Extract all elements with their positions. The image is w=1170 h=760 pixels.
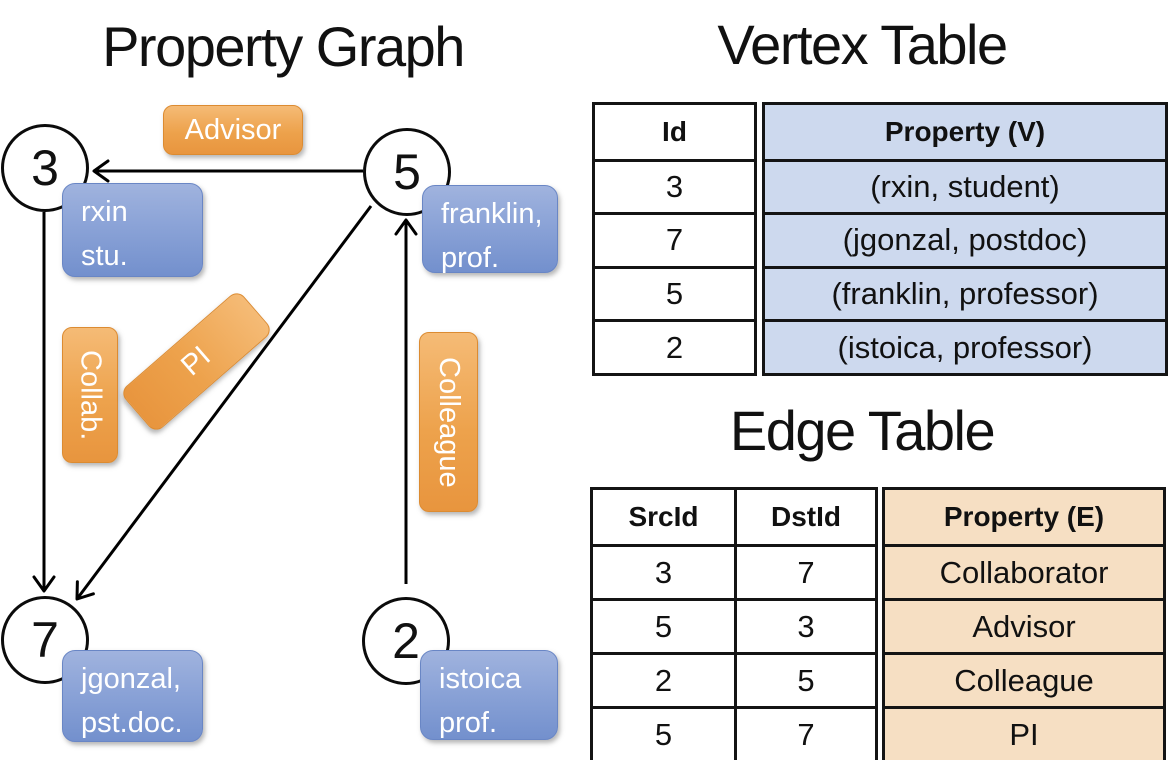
vertex-property-line: stu. bbox=[81, 239, 128, 272]
property-graph-title: Property Graph bbox=[102, 15, 465, 78]
vertex-table-title: Vertex Table bbox=[717, 13, 1008, 76]
edge-src-cell: 5 bbox=[593, 706, 734, 760]
edge-dst-cell: 5 bbox=[734, 652, 875, 706]
edge-arrow-5-to-7 bbox=[75, 205, 373, 601]
edge-dst-cell: 7 bbox=[734, 706, 875, 760]
edge-table-title: Edge Table bbox=[729, 399, 996, 462]
vertex-property-line: franklin, bbox=[441, 198, 543, 230]
vertex-property-cell: (franklin, professor) bbox=[765, 265, 1165, 320]
edge-table-property-column: Property (E) Collaborator Advisor Collea… bbox=[882, 487, 1166, 760]
edge-label-text: Collab. bbox=[74, 349, 107, 441]
edge-src-cell: 3 bbox=[593, 544, 734, 598]
node-id-label: 5 bbox=[393, 144, 421, 200]
vertex-property-cell: (istoica, professor) bbox=[765, 319, 1165, 373]
edge-property-cell: Colleague bbox=[885, 652, 1163, 706]
vertex-id-cell: 3 bbox=[595, 158, 754, 213]
vertex-property-cell: (rxin, student) bbox=[765, 158, 1165, 213]
edge-label-text: Advisor bbox=[184, 113, 282, 146]
edge-label-advisor: Advisor bbox=[163, 105, 303, 155]
vertex-property-line: rxin bbox=[81, 196, 128, 228]
vertex-property-box-franklin: franklin, prof. bbox=[422, 185, 558, 274]
edge-label-text: PI bbox=[175, 340, 218, 383]
edge-dst-cell: 7 bbox=[734, 544, 875, 598]
edge-label-colleague: Colleague bbox=[419, 332, 478, 512]
vertex-property-line: istoica bbox=[439, 663, 522, 695]
edge-label-text: Colleague bbox=[433, 356, 465, 488]
column-header-srcid: SrcId bbox=[628, 501, 699, 532]
edge-table-src-dst-columns: SrcId DstId 3 7 5 3 2 5 5 7 bbox=[590, 487, 878, 760]
vertex-id-cell: 5 bbox=[595, 265, 754, 320]
column-header-property-e: Property (E) bbox=[885, 490, 1163, 544]
column-header-dstid: DstId bbox=[734, 490, 875, 544]
vertex-property-box-istoica: istoica prof. bbox=[420, 650, 558, 740]
column-header-id: Id bbox=[662, 115, 687, 147]
edge-src-cell: 5 bbox=[593, 598, 734, 652]
vertex-table-id-column: Id 3 7 5 2 bbox=[592, 102, 757, 376]
graph-node-2: 2 bbox=[362, 597, 450, 685]
vertex-property-line: pst.doc. bbox=[81, 706, 183, 739]
vertex-table-property-column: Property (V) (rxin, student) (jgonzal, p… bbox=[762, 102, 1168, 376]
edge-property-cell: Collaborator bbox=[885, 544, 1163, 598]
edge-dst-cell: 3 bbox=[734, 598, 875, 652]
vertex-property-box-rxin: rxin stu. bbox=[62, 183, 203, 277]
vertex-property-line: prof. bbox=[441, 241, 500, 274]
edge-src-cell: 2 bbox=[593, 652, 734, 706]
edge-label-collab: Collab. bbox=[62, 327, 118, 463]
node-id-label: 2 bbox=[392, 613, 420, 669]
vertex-property-box-jgonzal: jgonzal, pst.doc. bbox=[62, 650, 203, 742]
edge-property-cell: PI bbox=[885, 706, 1163, 760]
vertex-id-cell: 2 bbox=[595, 319, 754, 373]
node-id-label: 3 bbox=[31, 140, 59, 196]
node-id-label: 7 bbox=[31, 612, 59, 668]
vertex-property-line: prof. bbox=[439, 706, 498, 739]
vertex-property-line: jgonzal, bbox=[81, 663, 181, 695]
graph-edges-overlay bbox=[32, 159, 418, 601]
graph-node-5: 5 bbox=[363, 128, 451, 216]
edge-property-cell: Advisor bbox=[885, 598, 1163, 652]
vertex-id-cell: 7 bbox=[595, 212, 754, 266]
vertex-property-cell: (jgonzal, postdoc) bbox=[765, 212, 1165, 266]
column-header-property-v: Property (V) bbox=[765, 105, 1165, 159]
